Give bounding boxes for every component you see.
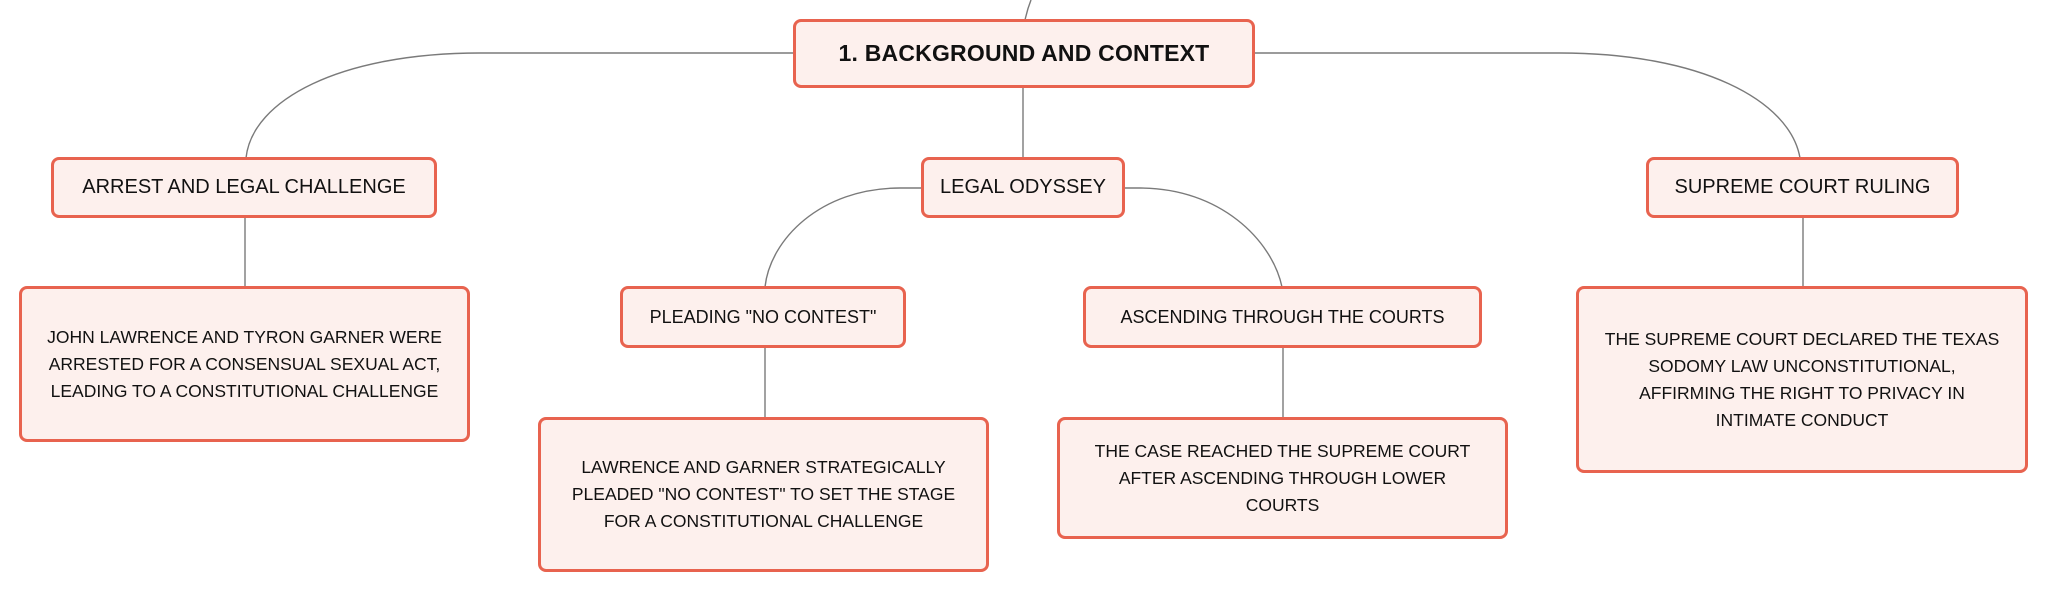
sub-node-pleading-no-contest[interactable]: PLEADING "NO CONTEST" [620,286,906,348]
connector-root-arrest [245,52,794,159]
detail-node-supreme-court-ruling[interactable]: THE SUPREME COURT DECLARED THE TEXAS SOD… [1576,286,2028,473]
detail-node-ascending-through-courts[interactable]: THE CASE REACHED THE SUPREME COURT AFTER… [1057,417,1508,539]
detail-node-arrest[interactable]: JOHN LAWRENCE AND TYRON GARNER WERE ARRE… [19,286,470,442]
connector-root-parent [1024,0,1032,21]
connector-root-ruling [1254,52,1801,159]
connector-odyssey-ascending [1124,187,1283,288]
detail-node-pleading-no-contest[interactable]: LAWRENCE AND GARNER STRATEGICALLY PLEADE… [538,417,989,572]
branch-node-arrest[interactable]: ARREST AND LEGAL CHALLENGE [51,157,437,218]
root-node[interactable]: 1. BACKGROUND AND CONTEXT [793,19,1255,88]
branch-node-supreme-court-ruling[interactable]: SUPREME COURT RULING [1646,157,1959,218]
connector-odyssey-pleading [764,187,922,288]
branch-node-legal-odyssey[interactable]: LEGAL ODYSSEY [921,157,1125,218]
sub-node-ascending-through-courts[interactable]: ASCENDING THROUGH THE COURTS [1083,286,1482,348]
